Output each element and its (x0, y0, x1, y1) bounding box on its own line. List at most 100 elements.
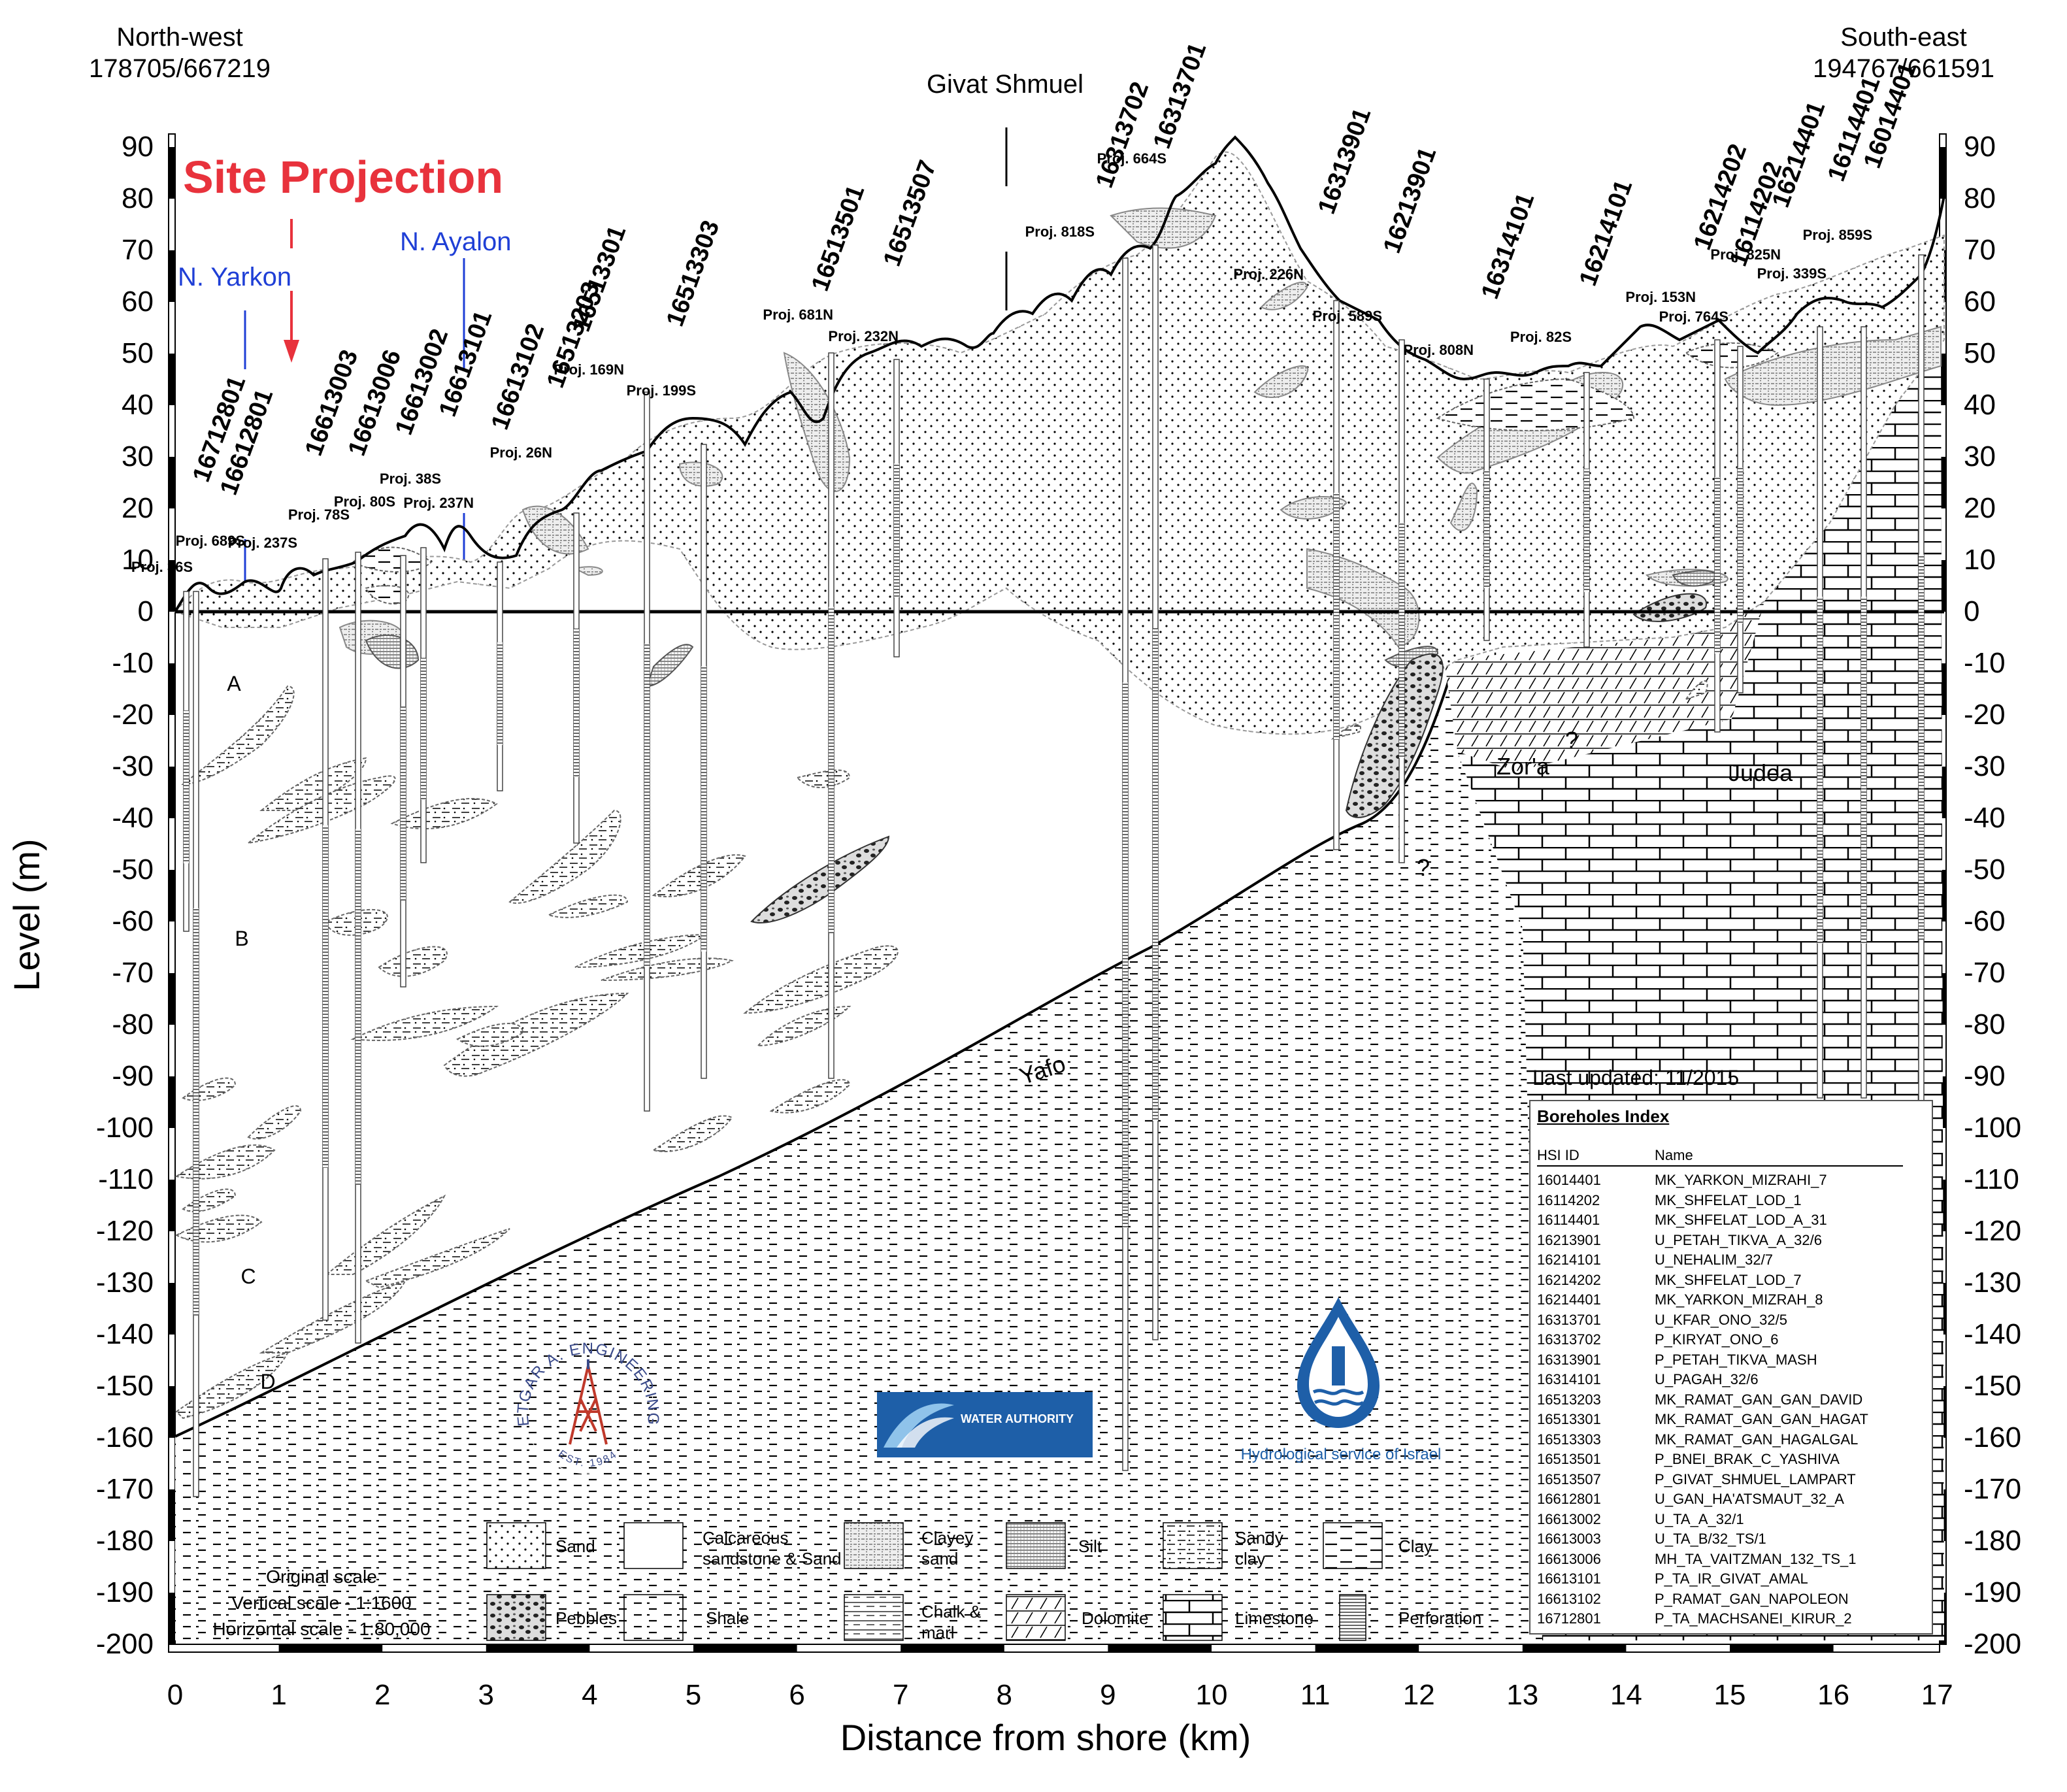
borehole-id-label: 16313702 (1091, 78, 1154, 191)
legend-swatch-silt (1006, 1522, 1066, 1569)
x-tick-label: 13 (1506, 1679, 1538, 1711)
borehole-perforation (1715, 477, 1720, 654)
index-col-name: Name (1655, 1147, 1693, 1163)
y-tick-label-right: -200 (1964, 1628, 2021, 1660)
y-tick-label-right: 60 (1964, 286, 1996, 318)
index-name: MK_RAMAT_GAN_HAGALGAL (1655, 1431, 1859, 1448)
index-hsi-id: 16613101 (1537, 1570, 1601, 1587)
borehole-projection-label: Proj. 82S (1510, 329, 1572, 345)
borehole-perforation (829, 606, 834, 933)
y-tick-label-left: 40 (122, 389, 154, 421)
legend-label-sand: Sand (555, 1536, 595, 1556)
southeast-label: South-east (1840, 23, 1966, 52)
y-tick-label-left: -40 (112, 802, 154, 834)
y-tick-label-left: -190 (96, 1576, 154, 1608)
y-tick-label-left: 10 (122, 544, 154, 576)
borehole-perforation (1123, 682, 1128, 1228)
scale-bar-block (169, 1076, 175, 1128)
y-tick-label-right: -100 (1964, 1112, 2021, 1144)
legend-label-dolomite: Dolomite (1082, 1608, 1149, 1628)
x-tick-label: 16 (1817, 1679, 1849, 1711)
borehole-perforation (1584, 469, 1589, 592)
scale-bar-bottom (168, 1644, 1940, 1653)
index-name: MK_YARKON_MIZRAHI_7 (1655, 1172, 1827, 1188)
index-name: U_KFAR_ONO_32/5 (1655, 1311, 1787, 1328)
borehole-id-label: 16513301 (568, 222, 631, 335)
borehole-id-label: 16613101 (434, 307, 497, 420)
northwest-label: North-west (116, 23, 242, 52)
index-hsi-id: 16613102 (1537, 1590, 1601, 1607)
unit-label-a: A (227, 672, 241, 695)
index-name: P_TA_MACHSANEI_KIRUR_2 (1655, 1610, 1852, 1627)
scale-title: Original scale (266, 1567, 377, 1587)
borehole-perforation (421, 657, 426, 800)
borehole-projection-label: Proj. 153N (1625, 289, 1696, 305)
index-hsi-id: 16513507 (1537, 1470, 1601, 1487)
y-tick-label-left: 80 (122, 182, 154, 214)
legend-label-perforation: Perforation (1398, 1608, 1481, 1628)
scale-horizontal: Horizontal scale - 1:80,000 (212, 1619, 430, 1639)
formation-judea: Judea (1728, 759, 1793, 786)
borehole-projection-label: Proj. 232N (828, 328, 899, 344)
borehole-projection-label: Proj. 38S (380, 471, 441, 487)
borehole-id-label: 16513507 (878, 157, 942, 270)
y-tick-label-left: -20 (112, 699, 154, 731)
index-row: 16613003 U_TA_B/32_TS/1 (1530, 1531, 1932, 1551)
ground-surface-line (174, 135, 1945, 613)
y-tick-label-left: -140 (96, 1318, 154, 1350)
legend-swatch-clay (1323, 1522, 1383, 1569)
index-hsi-id: 16613003 (1537, 1531, 1601, 1547)
legend-swatch-dolomite (1006, 1594, 1066, 1641)
x-tick-label: 14 (1610, 1679, 1642, 1711)
scale-bar-block (169, 1180, 175, 1231)
ayalon-river-label: N. Ayalon (400, 227, 512, 256)
derrick-icon (569, 1365, 608, 1445)
scale-bar-block (1940, 767, 1946, 818)
borehole-id-label: 16314101 (1476, 190, 1540, 303)
scale-bar-block (169, 1283, 175, 1335)
y-tick-label-left: -180 (96, 1525, 154, 1557)
scale-bar-block (1940, 147, 1946, 199)
borehole-perforation (356, 829, 361, 1185)
borehole-projection-label: Proj. 825N (1710, 246, 1781, 263)
y-tick-label-right: 80 (1964, 182, 1996, 214)
scale-bar-block (169, 767, 175, 818)
scale-bar-block (693, 1644, 797, 1652)
borehole-perforation (1738, 467, 1743, 623)
y-tick-label-left: -70 (112, 957, 154, 989)
legend-swatch-shale (623, 1594, 684, 1641)
y-tick-label-left: -50 (112, 854, 154, 886)
y-tick-label-right: -80 (1964, 1008, 2006, 1040)
formation-question: ? (1417, 854, 1430, 881)
x-tick-label: 5 (686, 1679, 701, 1711)
index-hsi-id: 16513501 (1537, 1451, 1601, 1467)
y-tick-label-left: 60 (122, 286, 154, 318)
index-name: MK_RAMAT_GAN_GAN_HAGAT (1655, 1411, 1868, 1427)
y-tick-label-left: -10 (112, 647, 154, 679)
scale-bar-block (1940, 560, 1946, 612)
y-tick-label-left: -90 (112, 1060, 154, 1092)
y-tick-label-left: -100 (96, 1112, 154, 1144)
index-name: U_TA_B/32_TS/1 (1655, 1531, 1766, 1547)
x-tick-label: 2 (374, 1679, 390, 1711)
index-hsi-id: 16214401 (1537, 1291, 1601, 1308)
index-divider (1537, 1165, 1903, 1167)
index-name: MK_SHFELAT_LOD_7 (1655, 1271, 1802, 1288)
y-tick-label-left: -30 (112, 750, 154, 782)
scale-bar-block (169, 1386, 175, 1438)
index-name: MK_RAMAT_GAN_GAN_DAVID (1655, 1391, 1863, 1408)
y-tick-label-right: -140 (1964, 1318, 2021, 1350)
index-title: Boreholes Index (1537, 1106, 1670, 1126)
unit-label-b: B (235, 927, 248, 950)
y-tick-label-left: -120 (96, 1215, 154, 1247)
y-tick-label-right: 20 (1964, 492, 1996, 524)
x-tick-label: 6 (789, 1679, 804, 1711)
y-tick-label-left: 90 (122, 131, 154, 163)
borehole-perforation (1817, 597, 1823, 944)
scale-bar-block (169, 457, 175, 508)
